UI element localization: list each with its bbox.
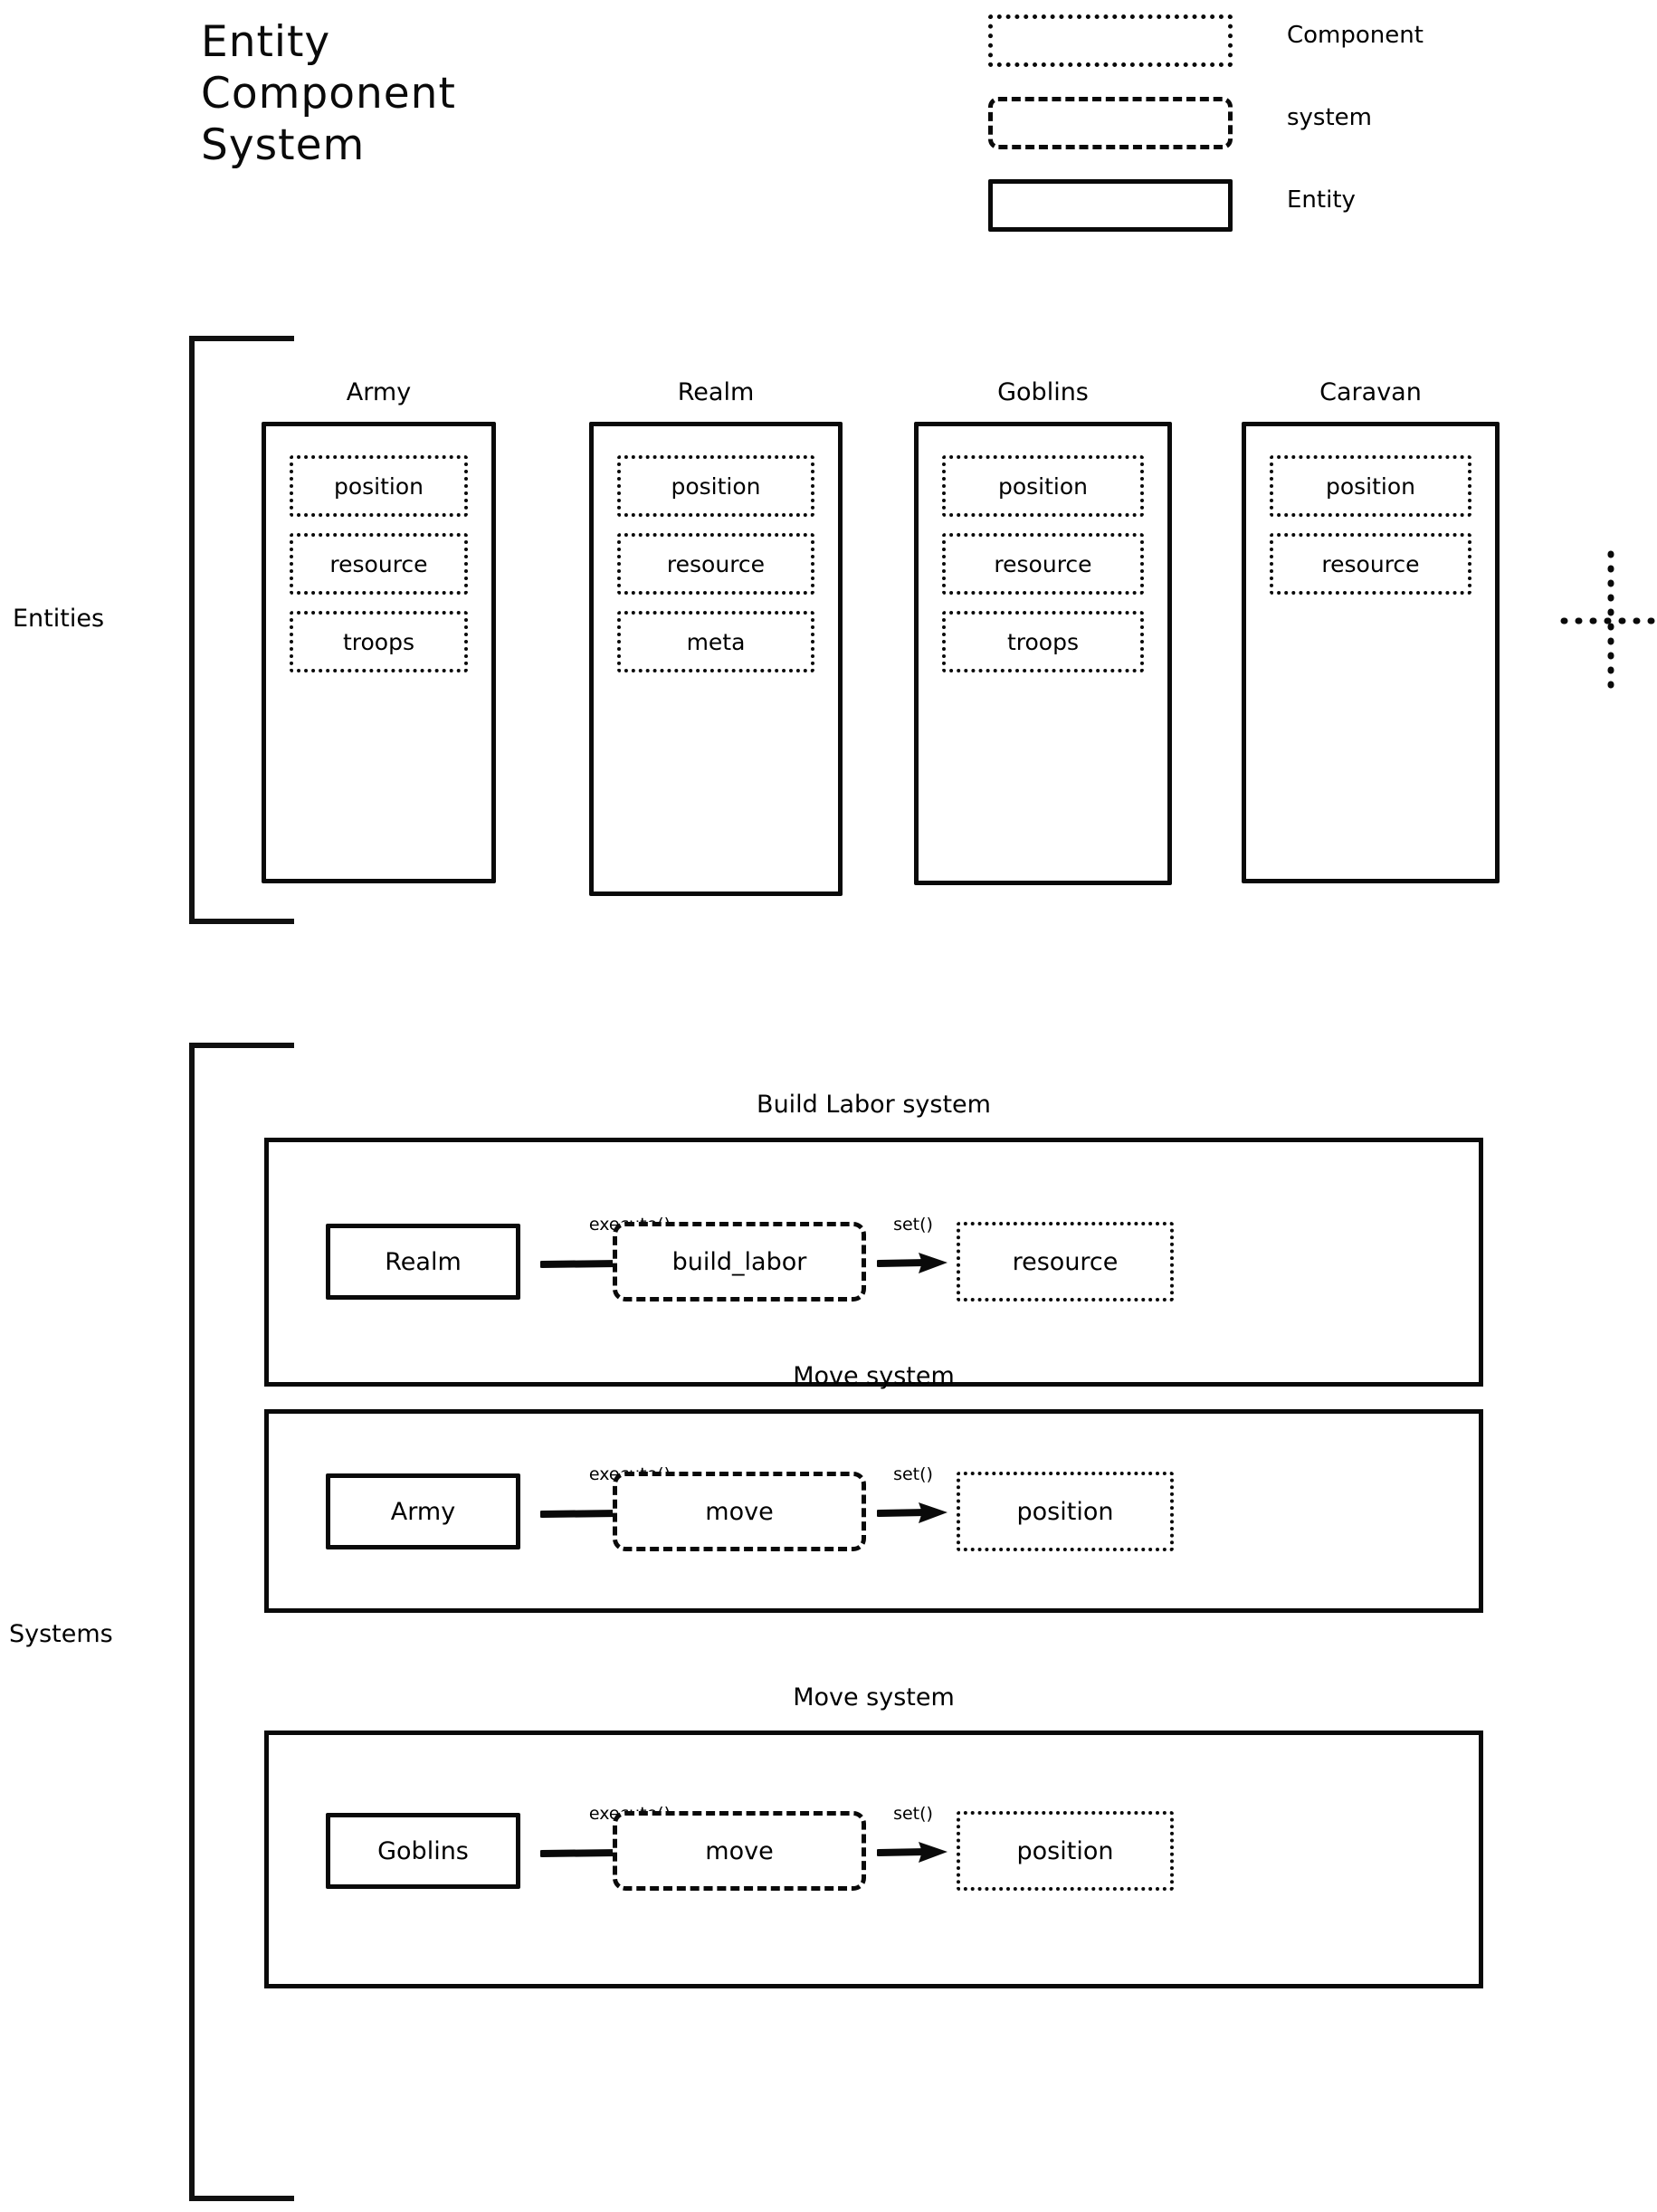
section-label-systems: Systems [9,1620,113,1648]
component-box: position [617,455,814,517]
component-box: troops [942,611,1144,672]
system-entity-box: Realm [326,1224,520,1300]
set-arrow: set() [877,1464,949,1524]
component-box: resource [290,533,468,595]
set-arrow-label: set() [893,1215,933,1235]
component-box: meta [617,611,814,672]
title-line-1: Entity [201,17,331,67]
component-box: troops [290,611,468,672]
entity-title: Army [346,378,412,406]
component-box: resource [617,533,814,595]
component-box: position [290,455,468,517]
system-title: Move system [793,1683,955,1711]
system-component-box: position [957,1472,1174,1551]
entity-box: position resource troops [914,422,1172,885]
section-label-entities: Entities [13,605,105,633]
system-logic-box: build_labor [613,1222,866,1301]
legend: Component system Entity [988,9,1495,256]
system-logic-box: move [613,1811,866,1891]
set-arrow: set() [877,1215,949,1274]
page-title: Entity Component System [201,16,617,171]
title-line-2: Component [201,69,456,119]
entity-box: position resource troops [262,422,496,883]
systems-bracket [189,1043,294,2201]
legend-label-component: Component [1287,22,1424,49]
legend-row-system: system [988,91,1495,149]
system-component-box: position [957,1811,1174,1891]
system-box: Army execute() move set() positi [264,1409,1483,1613]
dotted-rect-icon [988,14,1233,67]
system-entity-box: Goblins [326,1813,520,1889]
entity-box: position resource [1242,422,1500,883]
entity-title: Realm [677,378,755,406]
system-component-box: resource [957,1222,1174,1301]
set-arrow: set() [877,1804,949,1864]
legend-label-entity: Entity [1287,186,1356,214]
legend-row-entity: Entity [988,174,1495,232]
system-logic-box: move [613,1472,866,1551]
dashed-rect-icon [988,97,1233,149]
entity-title: Goblins [997,378,1089,406]
system-title: Move system [793,1362,955,1390]
component-box: resource [942,533,1144,595]
dotted-plus-icon [1560,548,1657,693]
set-arrow-label: set() [893,1804,933,1824]
entity-box: position resource meta [589,422,843,896]
system-title: Build Labor system [757,1091,991,1119]
legend-label-system: system [1287,104,1372,131]
entities-bracket [189,336,294,924]
set-arrow-label: set() [893,1464,933,1484]
legend-row-component: Component [988,9,1495,67]
title-line-3: System [201,120,366,170]
solid-rect-icon [988,179,1233,232]
system-entity-box: Army [326,1473,520,1549]
component-box: position [942,455,1144,517]
system-box: Realm execute() build_labor set() [264,1138,1483,1387]
component-box: position [1270,455,1471,517]
system-box: Goblins execute() move set() pos [264,1731,1483,1988]
component-box: resource [1270,533,1471,595]
entity-title: Caravan [1319,378,1422,406]
